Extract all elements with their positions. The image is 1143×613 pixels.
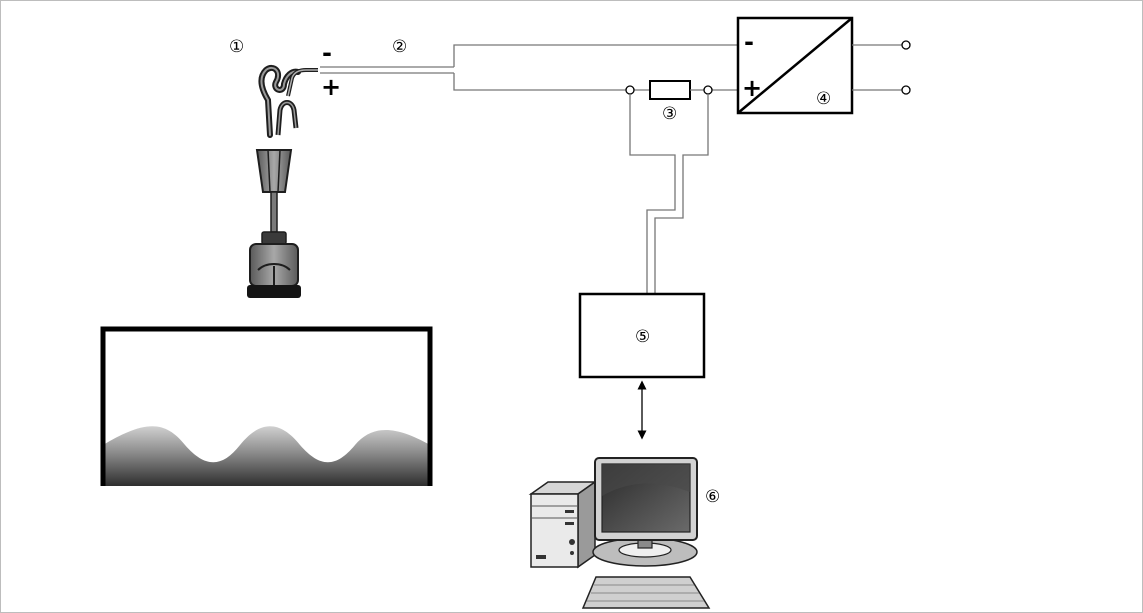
resistor-terminal-left <box>625 85 635 95</box>
sensor-transducer <box>247 285 301 298</box>
supply-minus-sign: - <box>744 28 754 56</box>
sensor-minus-sign: - <box>322 39 332 67</box>
power-supply <box>736 16 911 115</box>
callout-3: ③ <box>662 104 677 124</box>
sensor-plus-sign: + <box>321 73 341 101</box>
callout-1: ① <box>229 37 244 57</box>
level-sensor <box>247 64 318 298</box>
two-wire-cable <box>320 44 738 91</box>
callout-6: ⑥ <box>705 487 720 507</box>
output-terminal-top <box>901 40 911 50</box>
output-terminal-bottom <box>901 85 911 95</box>
callout-4: ④ <box>816 89 831 109</box>
callout-5: ⑤ <box>635 327 650 347</box>
tank-walls <box>100 326 433 486</box>
resistor-body <box>649 80 691 100</box>
sensor-clamp <box>255 149 293 193</box>
tank <box>100 326 433 486</box>
computer <box>528 457 711 609</box>
sensor-cable <box>286 68 318 97</box>
liquid-surface <box>103 426 430 486</box>
tap-cable <box>629 94 709 294</box>
callout-2: ② <box>392 37 407 57</box>
supply-plus-sign: + <box>742 74 762 102</box>
resistor-terminal-right <box>703 85 713 95</box>
hart-modem-box <box>578 292 706 379</box>
sense-resistor <box>625 80 738 100</box>
